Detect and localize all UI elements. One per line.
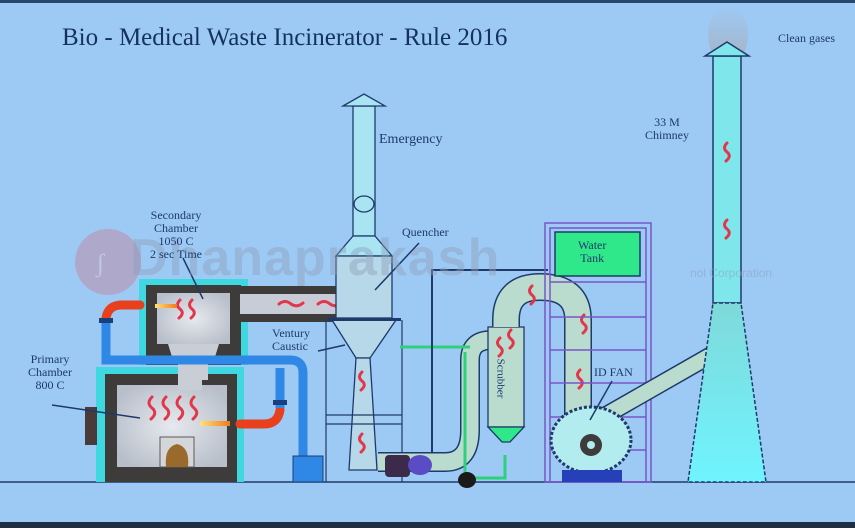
primary-flames [147,395,199,421]
secondary-flames [176,298,196,320]
id-fan [549,342,725,482]
label-primary-chamber: Primary Chamber 800 C [28,352,72,392]
label-venturi-caustic: Ventury Caustic [272,326,310,353]
primary-burner-flame [200,421,230,426]
label-id-fan: ID FAN [594,365,633,379]
watermark-text: Dhanaprakash [130,229,501,287]
top-border [0,0,855,3]
burner-pipes [101,300,285,429]
page-title: Bio - Medical Waste Incinerator - Rule 2… [62,24,508,51]
emergency-damper-icon [353,195,375,213]
recirculation-pump [385,455,476,488]
scrubber [486,326,526,443]
label-clean-gases: Clean gases [778,31,835,45]
emergency-vent [340,93,388,237]
fan-base [562,470,622,482]
venturi-to-scrubber-duct [378,330,493,472]
label-secondary-chamber: Secondary Chamber 1050 C 2 sec Time [150,208,203,261]
label-scrubber: Scrubber [494,358,507,399]
green-water-line [400,345,507,480]
label-quencher: Quencher [402,225,449,239]
secondary-burner-flame [155,304,177,308]
primary-chamber [85,367,244,482]
caustic-pump [292,455,324,483]
label-emergency: Emergency [379,132,443,147]
tank-feed-line [431,269,548,452]
secondary-chamber [139,279,248,380]
leader-lines [51,242,613,421]
watermark-subtext: nol Corporation [690,266,773,280]
svg-text:ʃ: ʃ [95,249,106,278]
quencher [327,235,401,471]
hot-gas-duct [240,286,350,322]
label-water-tank: Water Tank [578,238,607,265]
water-tank [554,231,641,277]
watermark-logo: ʃ [75,229,141,295]
chimney [687,41,767,483]
bottom-border [0,522,855,528]
scrubber-to-fan-duct [492,272,592,420]
label-chimney: 33 M Chimney [645,115,689,142]
